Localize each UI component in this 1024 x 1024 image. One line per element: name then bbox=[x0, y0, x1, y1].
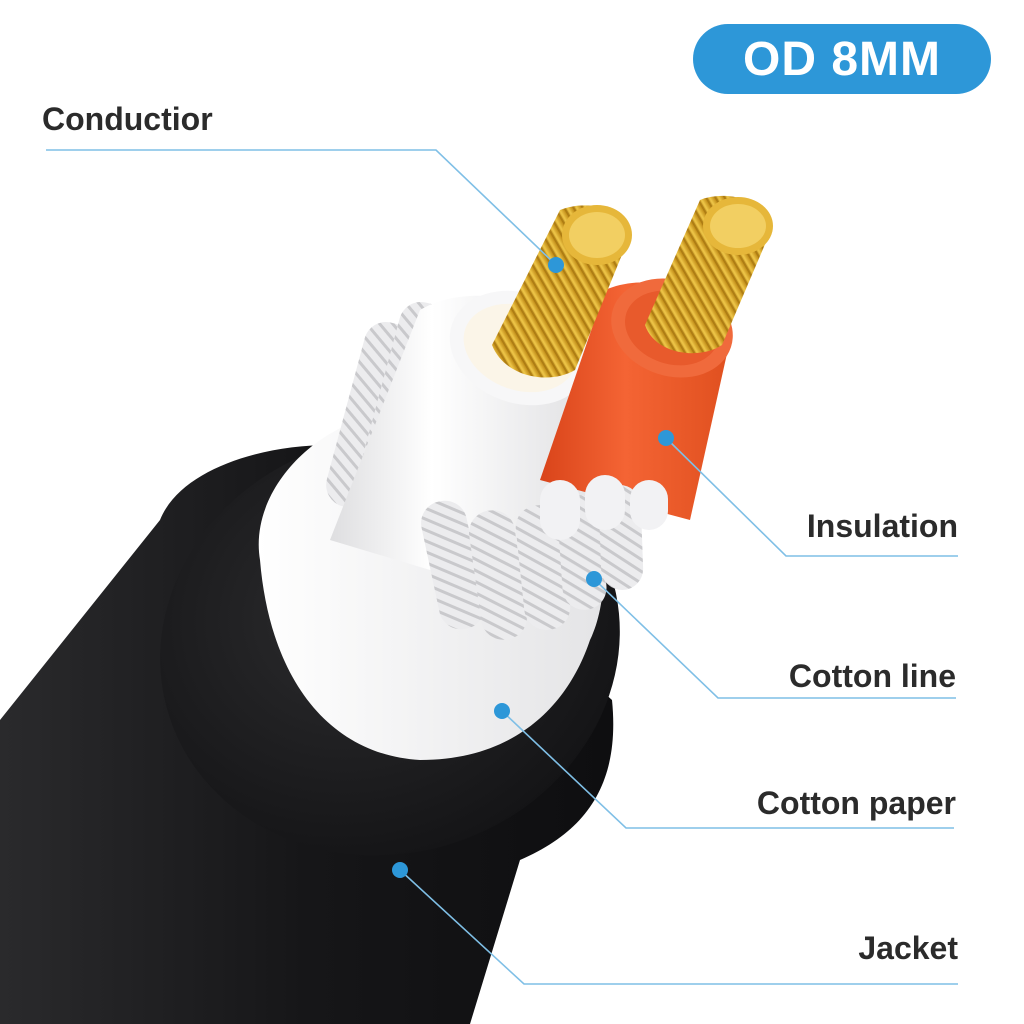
dot-conductor bbox=[548, 257, 564, 273]
label-insulation: Insulation bbox=[806, 508, 958, 544]
od-size-text: OD 8MM bbox=[743, 32, 941, 86]
leader-line-cotton-line bbox=[593, 578, 956, 699]
leader-lines bbox=[46, 149, 958, 985]
leader-line-jacket bbox=[399, 869, 958, 985]
label-cotton-paper: Cotton paper bbox=[756, 785, 956, 821]
leader-dots bbox=[392, 257, 674, 878]
leader-line-insulation bbox=[665, 437, 958, 557]
dot-jacket bbox=[392, 862, 408, 878]
cotton-line-front bbox=[421, 475, 668, 640]
dot-cotton-paper bbox=[494, 703, 510, 719]
leader-line-cotton-paper bbox=[501, 710, 954, 829]
copper-conductors bbox=[492, 195, 773, 378]
dot-insulation bbox=[658, 430, 674, 446]
leader-line-conductor bbox=[46, 149, 557, 266]
label-cotton-line: Cotton line bbox=[788, 658, 956, 694]
od-size-badge: OD 8MM bbox=[693, 24, 991, 94]
dot-cotton-line bbox=[586, 571, 602, 587]
label-conductor: Conductior bbox=[42, 101, 213, 137]
label-jacket: Jacket bbox=[858, 930, 958, 966]
